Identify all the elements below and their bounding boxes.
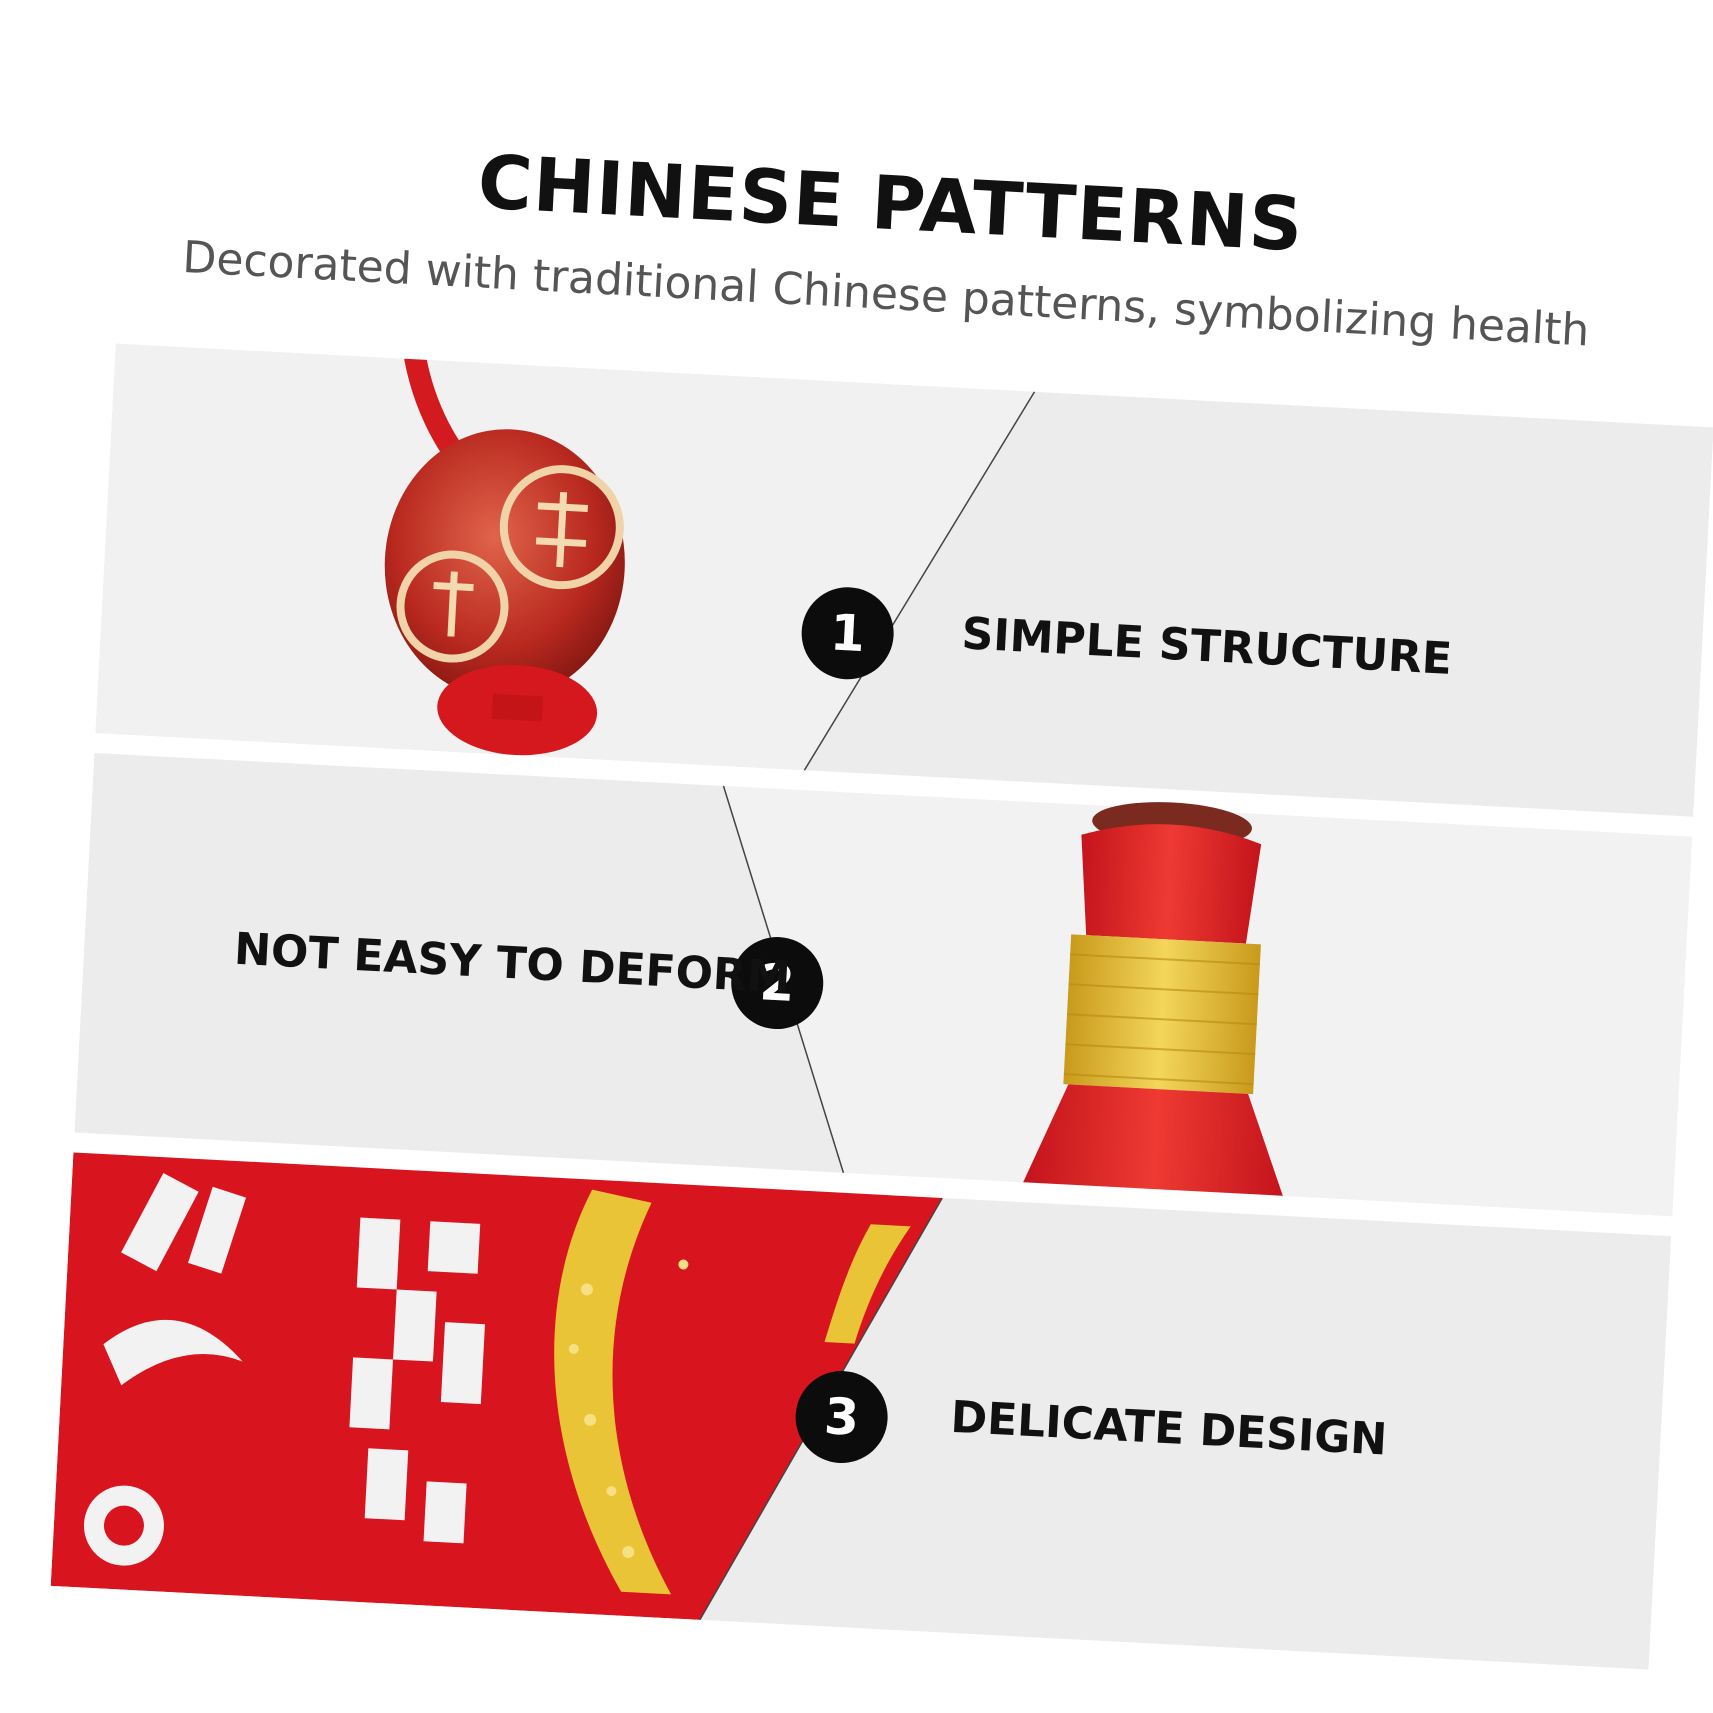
photo-bead — [95, 343, 1036, 771]
photo-papercut — [50, 1152, 943, 1621]
photo-tassel — [722, 785, 1693, 1217]
panel-artwork — [50, 343, 1713, 1670]
feature-panels: 1 SIMPLE STRUCTURE 2 NOT EASY TO DEFORM … — [50, 343, 1713, 1670]
